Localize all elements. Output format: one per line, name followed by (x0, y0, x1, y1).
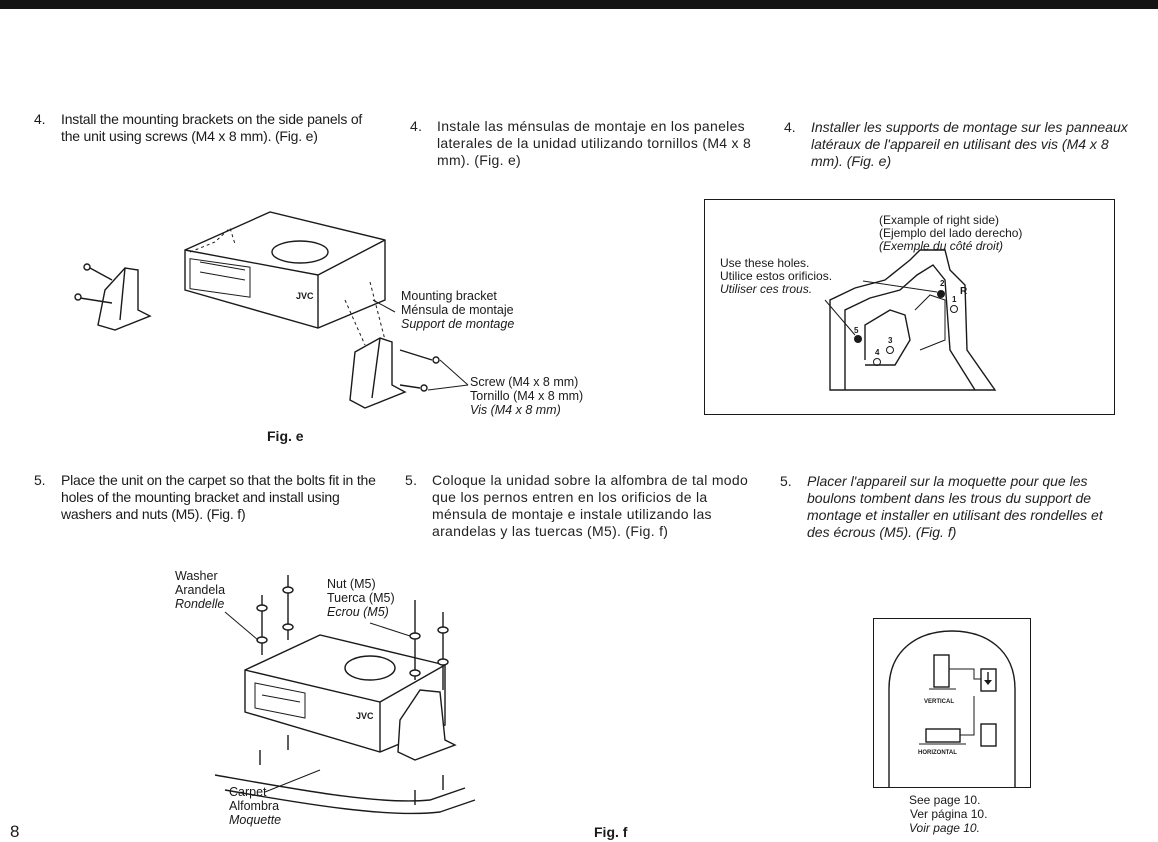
orientation-box: VERTICAL HORIZONTAL (873, 618, 1031, 788)
hole-label-1: 1 (952, 295, 957, 304)
nut-en: Nut (M5) (327, 577, 376, 591)
step4-es-number: 4. (410, 118, 423, 134)
hole-label-4: 4 (875, 348, 880, 357)
step4-fr-text: Installer les supports de montage sur le… (811, 119, 1128, 169)
step4-fr-number: 4. (784, 119, 796, 135)
hole-2 (937, 290, 945, 298)
hole-label-5: 5 (854, 326, 859, 335)
hole-label-2: 2 (940, 279, 945, 288)
hole-5 (854, 335, 862, 343)
nut-es: Tuerca (M5) (327, 591, 395, 605)
washer-fr: Rondelle (175, 597, 225, 611)
step5-es-text: Coloque la unidad sobre la alfombra de t… (432, 472, 749, 539)
top-border (0, 0, 1158, 9)
step5-en-text: Place the unit on the carpet so that the… (61, 472, 376, 522)
nut-label: Nut (M5) Tuerca (M5) Ecrou (M5) (327, 577, 395, 619)
carpet-label: Carpet Alfombra Moquette (229, 785, 281, 827)
step4-en-number: 4. (34, 111, 46, 127)
example-es: (Ejemplo del lado derecho) (879, 226, 1023, 240)
step5-fr-number: 5. (780, 473, 792, 489)
step4-es-text: Instale las ménsulas de montaje en los p… (437, 118, 752, 168)
hole-label-3: 3 (888, 336, 893, 345)
use-holes-fr: Utiliser ces trous. (720, 282, 813, 296)
hole-3 (886, 346, 894, 354)
see-page-es: Ver página 10. (910, 807, 988, 821)
step4-en-text: Install the mounting brackets on the sid… (61, 111, 363, 144)
detail-box: 2 1 R 5 3 4 (704, 199, 1115, 415)
fig-f-brand: JVC (356, 711, 374, 721)
washer-en: Washer (175, 569, 218, 583)
step5-fr-text: Placer l'appareil sur la moquette pour q… (807, 473, 1103, 540)
step5-en-number: 5. (34, 472, 46, 488)
mounting-bracket-en: Mounting bracket (401, 289, 497, 303)
screw-en: Screw (M4 x 8 mm) (470, 375, 579, 389)
washer-es: Arandela (175, 583, 226, 597)
washer-label: Washer Arandela Rondelle (175, 569, 225, 611)
mounting-bracket-label: Mounting bracket Ménsula de montaje Supp… (401, 289, 514, 331)
hole-1 (950, 305, 958, 313)
example-en: (Example of right side) (879, 213, 1000, 227)
hole-4 (873, 358, 881, 366)
see-page-en: See page 10. (909, 793, 981, 807)
nut-fr: Ecrou (M5) (327, 605, 389, 619)
carpet-en: Carpet (229, 785, 267, 799)
bracket-side-drawing (824, 249, 997, 391)
fig-e-brand: JVC (296, 291, 314, 301)
screw-fr: Vis (M4 x 8 mm) (470, 403, 561, 417)
hole-label-R: R (960, 286, 968, 297)
page-number: 8 (10, 822, 20, 841)
use-holes-en: Use these holes. (720, 256, 810, 270)
see-page-label: See page 10. Ver página 10. Voir page 10… (909, 793, 987, 835)
screw-label: Screw (M4 x 8 mm) Tornillo (M4 x 8 mm) V… (470, 375, 583, 417)
screw-es: Tornillo (M4 x 8 mm) (470, 389, 584, 403)
carpet-fr: Moquette (229, 813, 282, 827)
carpet-es: Alfombra (229, 799, 280, 813)
use-holes-es: Utilice estos orificios. (720, 269, 833, 283)
fig-e-caption: Fig. e (267, 428, 304, 444)
use-holes-label: Use these holes. Utilice estos orificios… (720, 257, 832, 296)
mounting-bracket-fr: Support de montage (401, 317, 515, 331)
vertical-label: VERTICAL (924, 699, 954, 705)
see-page-fr: Voir page 10. (909, 821, 980, 835)
mounting-bracket-es: Ménsula de montaje (401, 303, 514, 317)
horizontal-label: HORIZONTAL (918, 750, 957, 756)
fig-f-caption: Fig. f (594, 824, 628, 840)
example-label: (Example of right side) (Ejemplo del lad… (879, 214, 1022, 253)
orientation-drawing (888, 630, 1016, 787)
step5-es-number: 5. (405, 472, 418, 488)
example-fr: (Exemple du côté droit) (879, 239, 1004, 253)
